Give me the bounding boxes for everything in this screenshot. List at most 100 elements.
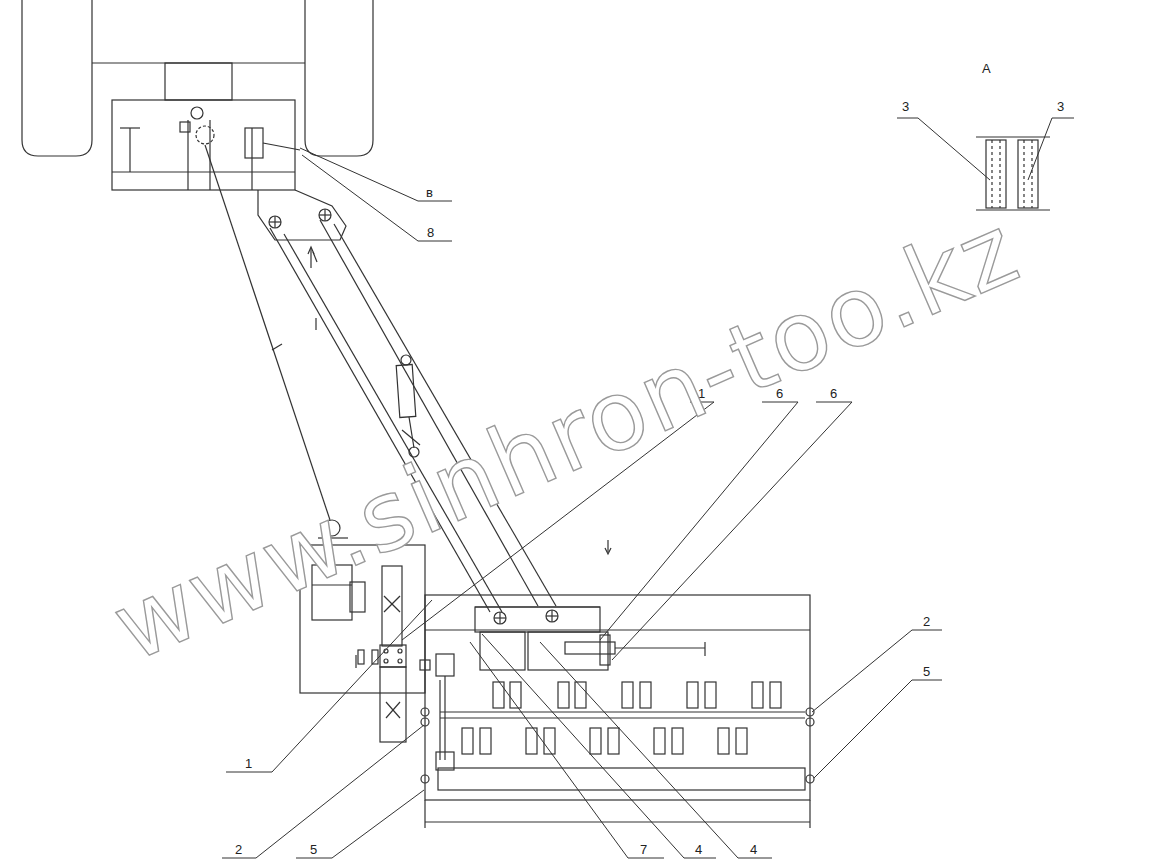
rotor-knives (462, 728, 473, 754)
belt-drive (436, 752, 454, 770)
belt-drive (386, 702, 400, 718)
machine-frame (425, 595, 810, 800)
machine-frame (565, 642, 615, 654)
tractor-frame (112, 100, 300, 190)
rotor-knives (590, 728, 601, 754)
tractor-frame (245, 128, 263, 158)
leader-line (540, 642, 772, 858)
detail-a-sketch (986, 140, 1006, 208)
machine-frame (528, 632, 608, 670)
rear-roller (806, 775, 814, 783)
rotor-knives (654, 728, 665, 754)
leader-line (1028, 118, 1074, 180)
rotor-knives (558, 682, 569, 708)
rear-roller (421, 775, 429, 783)
callout-number: 1 (245, 757, 252, 770)
machine-frame (546, 610, 558, 622)
machine-frame (704, 642, 705, 656)
callout-number: 3 (1057, 100, 1064, 113)
rotor-shaft (806, 708, 814, 716)
callout-number: 5 (923, 665, 930, 678)
rotor-shaft (806, 718, 814, 726)
rotor-shaft (440, 717, 805, 718)
rotor-shaft (421, 708, 429, 716)
callout-number: 4 (695, 843, 702, 856)
rotor-knives (462, 682, 781, 754)
watermark: www.sinhron-too.kz (101, 200, 1032, 676)
tractor-frame (209, 120, 210, 190)
hydraulic-cylinder (409, 417, 414, 448)
hitch-bracket (319, 209, 331, 221)
callout-number: 3 (902, 100, 909, 113)
detail-a-sketch (1031, 140, 1032, 208)
gearbox (382, 566, 402, 646)
direction-arrow (607, 540, 608, 552)
rotor-knives (640, 682, 651, 708)
rotor-knives (672, 728, 683, 754)
leader-line (812, 630, 942, 712)
hitch-bracket (269, 216, 281, 228)
machine-frame (425, 595, 810, 800)
detail-a-sketch (999, 140, 1000, 208)
tractor-frame (263, 143, 300, 150)
leader-line (470, 642, 664, 858)
gearbox (358, 650, 364, 664)
tractor-frame (112, 171, 295, 172)
machine-frame (475, 607, 600, 632)
direction-arrow (310, 248, 311, 268)
dimension-line (809, 800, 810, 828)
drive-shaft (205, 145, 348, 538)
direction-arrow (605, 548, 611, 554)
hydraulic-cylinder (396, 355, 420, 457)
view-label: A (982, 62, 991, 75)
hitch-bracket (324, 209, 325, 221)
belt-drive (439, 680, 440, 760)
leader-line (302, 155, 452, 241)
rotor-shaft (440, 711, 805, 712)
drive-shaft (315, 318, 316, 330)
tractor-frame (129, 128, 130, 172)
leader-line (226, 600, 432, 772)
rotor-knives (608, 728, 619, 754)
machine-frame (499, 612, 500, 624)
hitch-bracket (258, 190, 346, 240)
gearbox (384, 596, 400, 612)
dimension-line (425, 821, 810, 822)
rotor-knives (752, 682, 763, 708)
callout-number: 6 (830, 387, 837, 400)
callout-number: 2 (235, 843, 242, 856)
machine-frame (615, 647, 705, 648)
gearbox (350, 582, 365, 612)
tractor-frame (180, 122, 190, 132)
rear-roller (438, 768, 805, 790)
callout-number: в (426, 186, 433, 199)
callout-number: 7 (640, 843, 647, 856)
gearbox (384, 659, 388, 663)
rear-roller (421, 768, 814, 790)
belt-drive (386, 702, 400, 718)
tractor-frame (187, 120, 188, 190)
detail-a-sketch (976, 137, 1050, 210)
rotor-knives (718, 728, 729, 754)
detail-a-sketch (1018, 140, 1038, 208)
leader-line (222, 725, 424, 858)
leader-line (897, 118, 990, 180)
machine-frame (551, 610, 552, 622)
rotor-knives (770, 682, 781, 708)
gearbox (398, 659, 402, 663)
detail-a-sketch (976, 136, 1050, 137)
leader-line (296, 790, 424, 858)
callout-number: 2 (923, 615, 930, 628)
rotor-knives (687, 682, 698, 708)
machine-frame (600, 635, 610, 665)
rotor-knives (705, 682, 716, 708)
tractor-wheel (22, 0, 92, 156)
tractor-axle (92, 63, 305, 100)
tractor-wheel (22, 0, 373, 156)
tractor-frame (196, 126, 214, 144)
hydraulic-cylinder (402, 430, 420, 445)
belt-drive (380, 667, 406, 742)
tractor-wheel (305, 0, 373, 156)
tractor-axle (165, 63, 232, 100)
